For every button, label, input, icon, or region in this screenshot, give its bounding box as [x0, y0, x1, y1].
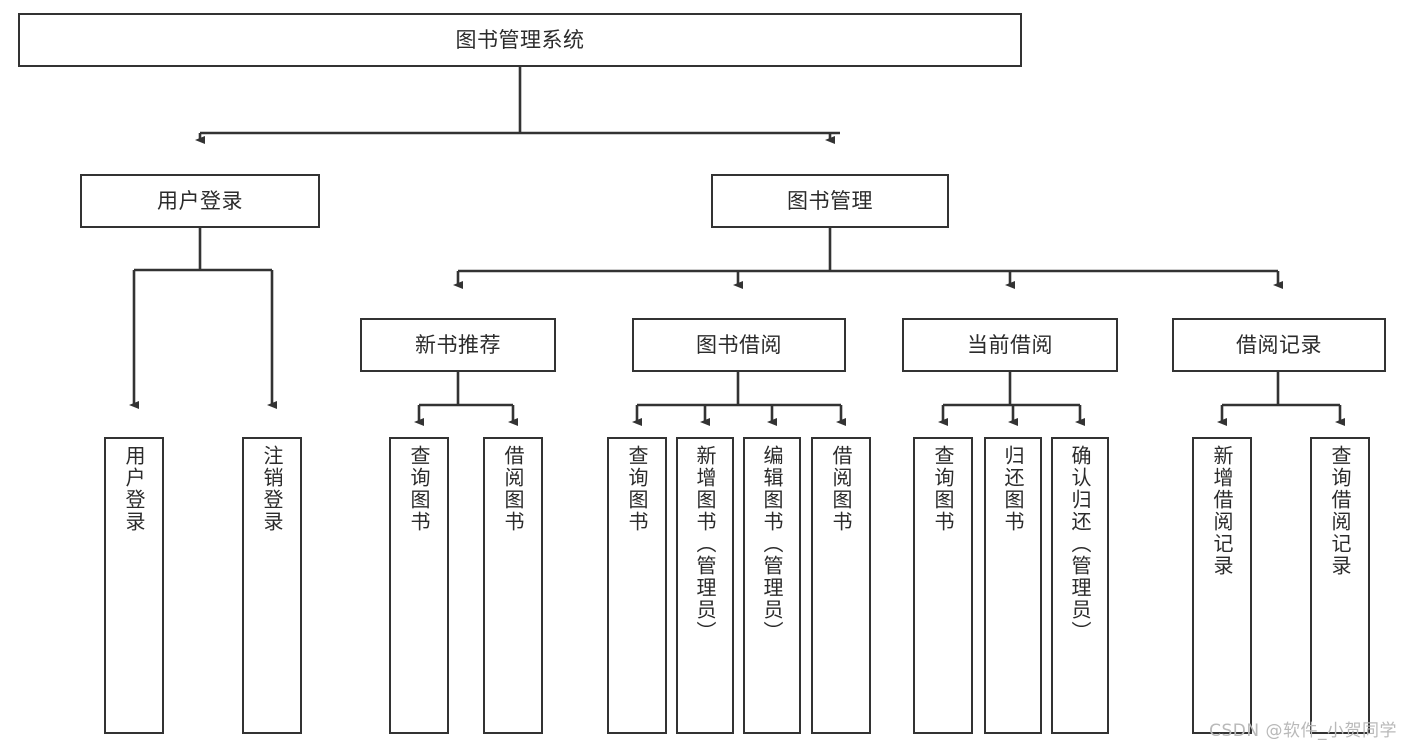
- node-book-borrow-label: 图书借阅: [696, 332, 782, 357]
- node-current-borrow-label: 当前借阅: [967, 332, 1053, 357]
- node-new-book-recommend-label: 新书推荐: [415, 332, 501, 357]
- node-leaf-confirm-return[interactable]: 确认归还（管理员）: [1051, 437, 1109, 734]
- node-leaf-borrow-book-2-label: 借阅图书: [829, 445, 853, 533]
- node-user-login-label: 用户登录: [157, 188, 243, 213]
- node-leaf-confirm-return-label: 确认归还（管理员）: [1068, 445, 1092, 643]
- node-leaf-user-logout[interactable]: 注销登录: [242, 437, 302, 734]
- node-leaf-query-book-2[interactable]: 查询图书: [607, 437, 667, 734]
- node-leaf-query-book-1[interactable]: 查询图书: [389, 437, 449, 734]
- node-root-label: 图书管理系统: [455, 27, 585, 52]
- node-current-borrow[interactable]: 当前借阅: [902, 318, 1118, 372]
- node-leaf-query-record[interactable]: 查询借阅记录: [1310, 437, 1370, 734]
- node-leaf-return-book-label: 归还图书: [1001, 445, 1025, 533]
- node-leaf-edit-book-label: 编辑图书（管理员）: [760, 445, 784, 643]
- node-leaf-user-login-label: 用户登录: [122, 445, 146, 533]
- node-leaf-query-book-1-label: 查询图书: [407, 445, 431, 533]
- node-borrow-record-label: 借阅记录: [1236, 332, 1322, 357]
- node-leaf-user-login[interactable]: 用户登录: [104, 437, 164, 734]
- node-leaf-add-record-label: 新增借阅记录: [1210, 445, 1234, 577]
- node-new-book-recommend[interactable]: 新书推荐: [360, 318, 556, 372]
- node-root[interactable]: 图书管理系统: [18, 13, 1022, 67]
- node-leaf-query-book-3[interactable]: 查询图书: [913, 437, 973, 734]
- node-leaf-add-record[interactable]: 新增借阅记录: [1192, 437, 1252, 734]
- node-book-manage[interactable]: 图书管理: [711, 174, 949, 228]
- node-leaf-edit-book[interactable]: 编辑图书（管理员）: [743, 437, 801, 734]
- node-user-login[interactable]: 用户登录: [80, 174, 320, 228]
- node-book-manage-label: 图书管理: [787, 188, 873, 213]
- node-leaf-borrow-book-2[interactable]: 借阅图书: [811, 437, 871, 734]
- node-leaf-return-book[interactable]: 归还图书: [984, 437, 1042, 734]
- node-leaf-query-book-2-label: 查询图书: [625, 445, 649, 533]
- node-leaf-add-book-label: 新增图书（管理员）: [693, 445, 717, 643]
- node-leaf-query-book-3-label: 查询图书: [931, 445, 955, 533]
- node-borrow-record[interactable]: 借阅记录: [1172, 318, 1386, 372]
- node-book-borrow[interactable]: 图书借阅: [632, 318, 846, 372]
- node-leaf-query-record-label: 查询借阅记录: [1328, 445, 1352, 577]
- node-leaf-user-logout-label: 注销登录: [260, 445, 284, 533]
- node-leaf-add-book[interactable]: 新增图书（管理员）: [676, 437, 734, 734]
- node-leaf-borrow-book-1[interactable]: 借阅图书: [483, 437, 543, 734]
- node-leaf-borrow-book-1-label: 借阅图书: [501, 445, 525, 533]
